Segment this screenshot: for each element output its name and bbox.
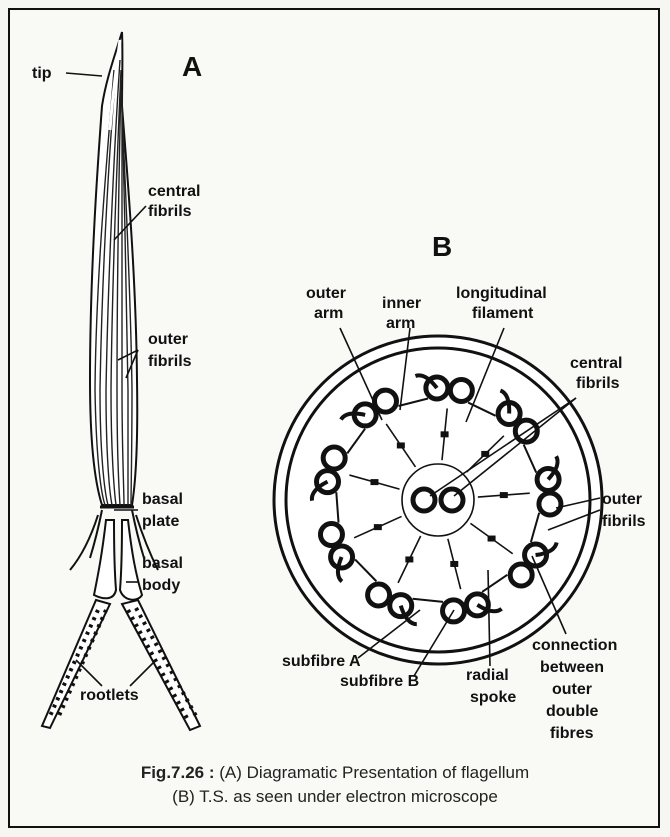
label-subfibre-b: subfibre B <box>340 673 419 690</box>
label-outer-fibrils-line1: outer <box>148 331 188 348</box>
panel-b-letter: B <box>432 231 452 262</box>
spoke-head <box>374 524 382 530</box>
figure-frame: A <box>8 8 660 828</box>
label-rootlets: rootlets <box>80 687 139 704</box>
flagellum-diagram: A <box>10 10 660 828</box>
rootlets <box>42 600 200 730</box>
label-central-fibrils-b-line2: fibrils <box>576 375 620 392</box>
subfibre-b <box>539 493 561 515</box>
label-connection-line3: outer <box>552 681 592 698</box>
label-basal-plate-line2: plate <box>142 513 179 530</box>
label-connection-line4: double <box>546 703 599 720</box>
label-connection-line5: fibres <box>550 725 594 742</box>
panel-a-letter: A <box>182 51 202 82</box>
label-central-fibrils-b-line1: central <box>570 355 622 372</box>
label-radial-spoke-line1: radial <box>466 667 509 684</box>
caption-text-a: (A) Diagramatic Presentation of flagellu… <box>219 763 529 782</box>
subfibre-b <box>368 584 390 606</box>
spoke-head <box>450 561 458 567</box>
label-basal-body-line2: body <box>142 577 180 594</box>
subfibre-b <box>510 564 532 586</box>
spoke-head <box>405 556 413 562</box>
spoke-head <box>488 536 496 542</box>
label-outer-fibrils-b-line1: outer <box>602 491 642 508</box>
label-central-fibrils-line1: central <box>148 183 200 200</box>
panel-a: A <box>32 32 202 730</box>
caption-line2: (B) T.S. as seen under electron microsco… <box>172 787 498 806</box>
spoke-head <box>370 479 378 485</box>
label-outer-arm-line1: outer <box>306 285 346 302</box>
subfibre-b <box>323 447 345 469</box>
label-longitudinal-line2: filament <box>472 305 534 322</box>
panel-b: B outer arm inner arm longitudinal <box>274 231 646 742</box>
label-outer-fibrils-line2: fibrils <box>148 353 192 370</box>
subfibre-b <box>450 379 472 401</box>
label-inner-arm-line1: inner <box>382 295 421 312</box>
label-outer-fibrils-b-line2: fibrils <box>602 513 646 530</box>
spoke-head <box>481 451 489 457</box>
label-central-fibrils-line2: fibrils <box>148 203 192 220</box>
label-outer-arm-line2: arm <box>314 305 343 322</box>
caption-fig-label: Fig.7.26 : <box>141 763 215 782</box>
label-longitudinal-line1: longitudinal <box>456 285 547 302</box>
label-basal-body-line1: basal <box>142 555 183 572</box>
label-connection-line2: between <box>540 659 604 676</box>
subfibre-b <box>374 390 396 412</box>
subfibre-b <box>320 524 342 546</box>
label-radial-spoke-line2: spoke <box>470 689 516 706</box>
spoke-head <box>441 431 449 437</box>
spoke-head <box>500 492 508 498</box>
label-inner-arm-line2: arm <box>386 315 415 332</box>
label-tip: tip <box>32 65 52 82</box>
spoke-head <box>397 442 405 448</box>
label-subfibre-a: subfibre A <box>282 653 361 670</box>
label-connection-line1: connection <box>532 637 617 654</box>
label-basal-plate-line1: basal <box>142 491 183 508</box>
figure-caption: Fig.7.26 : (A) Diagramatic Presentation … <box>141 763 529 806</box>
basal-plate <box>90 507 144 558</box>
caption-line1: Fig.7.26 : (A) Diagramatic Presentation … <box>141 763 529 782</box>
